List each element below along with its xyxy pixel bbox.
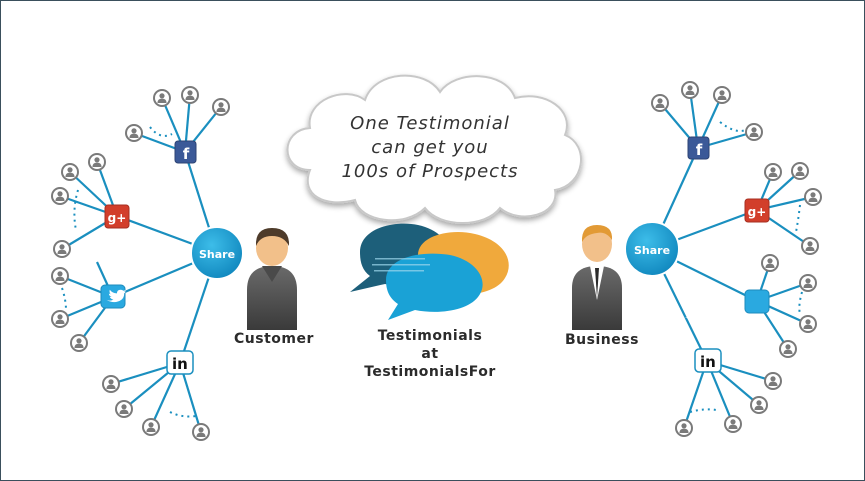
person-icon <box>764 372 782 390</box>
person-icon <box>804 188 822 206</box>
svg-text:in: in <box>172 355 188 373</box>
person-icon <box>675 419 693 437</box>
twitter-icon <box>100 284 127 309</box>
business-label: Business <box>565 332 639 348</box>
person-icon <box>651 94 669 112</box>
center-caption: Testimonials at TestimonialsFor <box>355 327 505 381</box>
person-icon <box>724 415 742 433</box>
svg-text:in: in <box>700 353 716 371</box>
cloud-line-3: 100s of Prospects <box>341 161 519 182</box>
linkedin-icon: in <box>694 348 722 373</box>
person-icon <box>153 89 171 107</box>
person-icon <box>799 315 817 333</box>
person-icon <box>799 274 817 292</box>
person-icon <box>115 400 133 418</box>
linkedin-icon: in <box>166 350 194 375</box>
share-hub-right: Share <box>624 221 680 277</box>
svg-text:g+: g+ <box>748 205 767 219</box>
center-line-2: at <box>421 346 439 362</box>
share-label: Share <box>199 248 235 261</box>
share-hub-left: Share <box>190 226 244 280</box>
person-icon <box>51 187 69 205</box>
person-icon <box>51 267 69 285</box>
person-icon <box>801 237 819 255</box>
person-icon <box>713 86 731 104</box>
cloud-line-2: can get you <box>371 137 489 158</box>
facebook-icon: f <box>174 140 197 164</box>
person-icon <box>750 396 768 414</box>
cloud-line-1: One Testimonial <box>350 113 510 134</box>
person-icon <box>51 310 69 328</box>
facebook-icon: f <box>687 136 710 160</box>
person-icon <box>142 418 160 436</box>
person-icon <box>102 375 120 393</box>
person-icon <box>212 98 230 116</box>
person-icon <box>53 240 71 258</box>
person-icon <box>779 340 797 358</box>
person-icon <box>791 162 809 180</box>
svg-text:f: f <box>183 145 190 163</box>
business-person-icon <box>572 225 622 330</box>
cloud-shape <box>286 74 582 224</box>
person-icon <box>70 334 88 352</box>
speech-bubbles-icon <box>350 223 509 320</box>
customer-label: Customer <box>234 331 314 347</box>
person-icon <box>125 124 143 142</box>
share-label: Share <box>634 244 670 257</box>
person-icon <box>181 86 199 104</box>
person-icon <box>681 81 699 99</box>
svg-text:g+: g+ <box>108 211 127 225</box>
person-icon <box>745 123 763 141</box>
center-line-3: TestimonialsFor <box>364 364 496 380</box>
person-icon <box>88 153 106 171</box>
person-icon <box>764 163 782 181</box>
center-line-1: Testimonials <box>377 328 483 344</box>
person-icon <box>192 423 210 441</box>
person-icon <box>61 163 79 181</box>
google-plus-icon: g+ <box>104 204 130 229</box>
cloud-message: One Testimonial can get you 100s of Pros… <box>300 112 560 184</box>
google-plus-icon: g+ <box>744 198 770 223</box>
twitter-icon <box>684 289 770 320</box>
svg-text:f: f <box>696 141 703 159</box>
person-icon <box>761 254 779 272</box>
customer-person-icon <box>247 228 297 330</box>
